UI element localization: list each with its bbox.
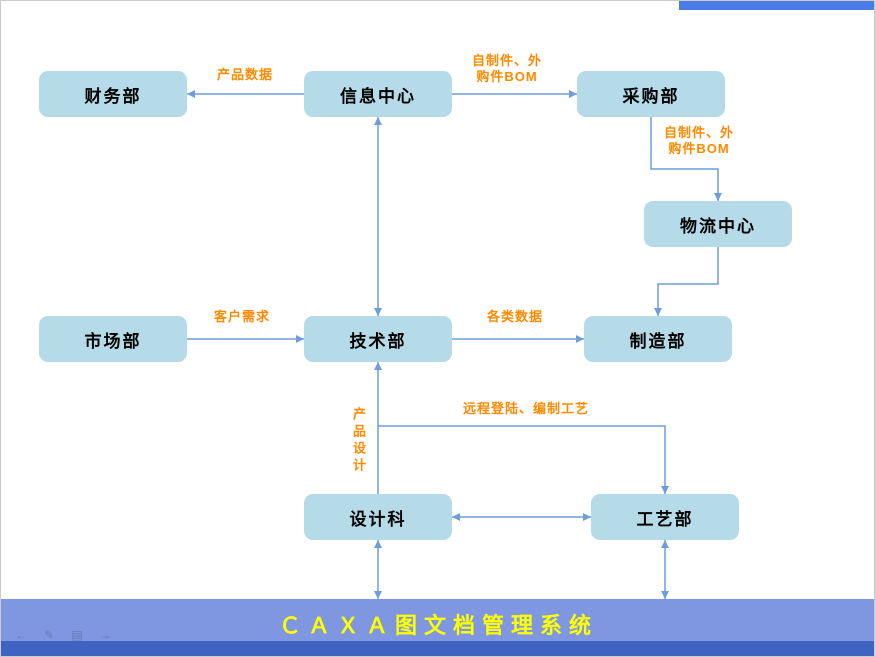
node-purchasing: 采购部	[577, 71, 725, 117]
footer-title: ＣＡＸＡ图文档管理系统	[278, 613, 598, 639]
edge-label-product-design: 产品设计	[351, 407, 366, 475]
node-marketing: 市场部	[39, 316, 187, 362]
bottom-strip	[1, 641, 874, 656]
edge-label-bom-top: 自制件、外 购件BOM	[471, 53, 542, 84]
pen-tool-icon[interactable]: ✎	[43, 628, 55, 642]
slide-menu-icon[interactable]: ▤	[71, 628, 83, 642]
edge-label-product-data: 产品数据	[216, 67, 273, 82]
edge-label-various-data: 各类数据	[486, 309, 543, 324]
footer-banner: ＣＡＸＡ图文档管理系统	[1, 599, 874, 643]
node-finance: 财务部	[39, 71, 187, 117]
node-info-center: 信息中心	[304, 71, 452, 117]
node-manufacturing: 制造部	[584, 316, 732, 362]
next-slide-icon[interactable]: →	[99, 628, 111, 642]
window-top-bar	[679, 1, 874, 10]
node-logistics-center: 物流中心	[644, 201, 792, 247]
edge-label-bom-right: 自制件、外 购件BOM	[663, 125, 734, 156]
edge-label-remote-login: 远程登陆、编制工艺	[462, 401, 589, 416]
node-design-section: 设计科	[304, 494, 452, 540]
edge-label-customer-demand: 客户需求	[213, 309, 270, 324]
node-process-dept: 工艺部	[591, 494, 739, 540]
arrow-remote-login-to-process	[378, 425, 669, 494]
node-technology: 技术部	[304, 316, 452, 362]
arrow-logistics-to-manufacturing	[654, 247, 719, 316]
previous-slide-icon[interactable]: ←	[15, 628, 27, 642]
